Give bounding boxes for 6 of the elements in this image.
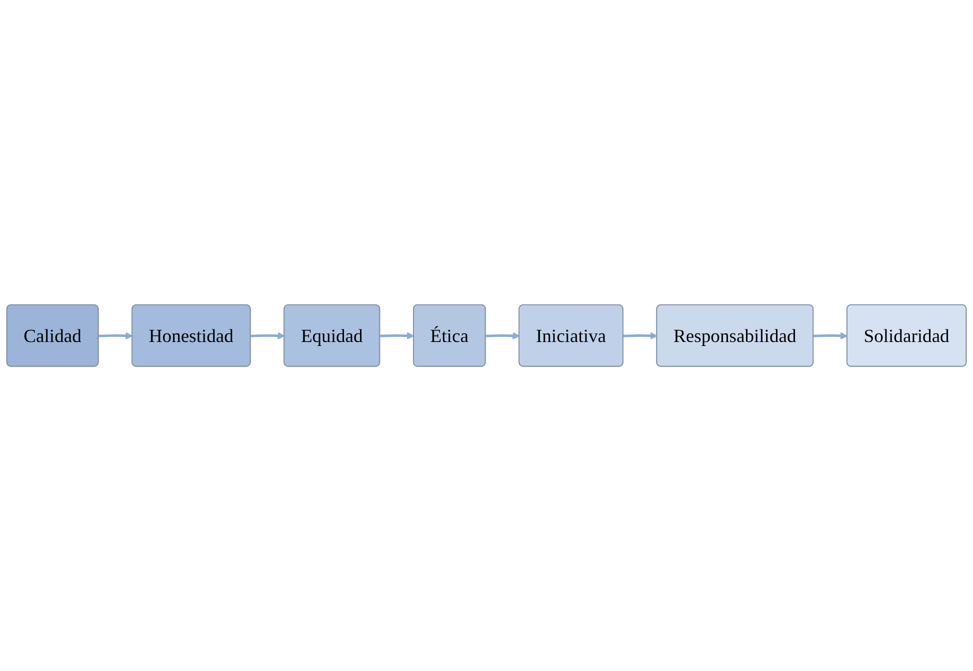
arrow [623, 332, 658, 340]
arrow [380, 332, 414, 340]
arrow [98, 332, 133, 340]
arrow [486, 332, 520, 340]
arrow [814, 332, 848, 340]
arrow [250, 332, 285, 340]
